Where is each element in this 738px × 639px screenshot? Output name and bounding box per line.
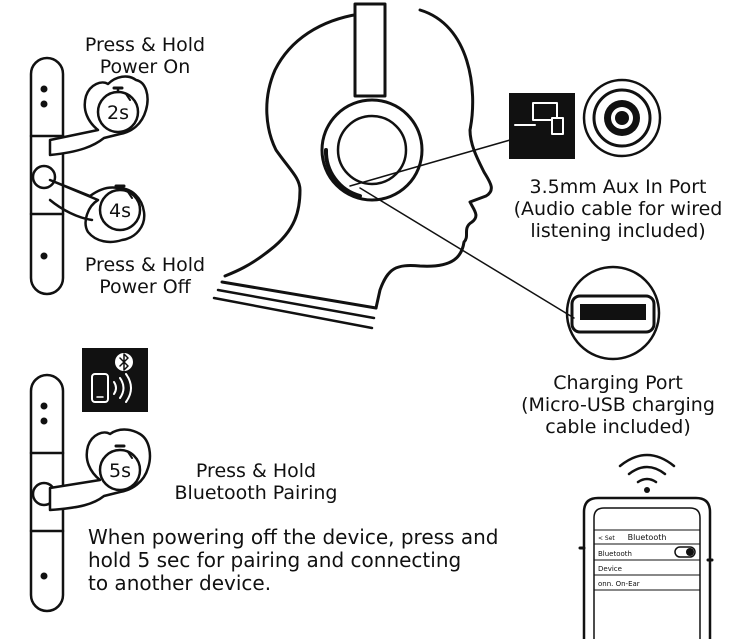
- sound-waves-icon: [113, 373, 132, 403]
- label-power-off: Press & Hold Power Off: [84, 254, 206, 298]
- phone-bluetooth-row: Bluetooth: [598, 550, 632, 558]
- devices-icon: [509, 93, 575, 159]
- stopwatch-icon: [96, 86, 140, 134]
- hand-press-pairing: [48, 428, 152, 512]
- stopwatch-icon: [98, 444, 142, 492]
- wifi-signal-icon: [618, 453, 676, 493]
- toggle-switch: [674, 546, 696, 558]
- bluetooth-phone-icon: [82, 348, 148, 412]
- control-strip-top: [29, 56, 65, 296]
- phone-title: Bluetooth: [628, 533, 667, 542]
- usb-port-icon: [565, 265, 661, 361]
- phone-back: < Set: [598, 535, 615, 542]
- label-power-on: Press & Hold Power On: [84, 34, 206, 78]
- hand-press-power-off: [48, 178, 146, 244]
- label-aux-port: 3.5mm Aux In Port (Audio cable for wired…: [513, 176, 723, 242]
- timer-power-off: 4s: [109, 200, 131, 222]
- head-silhouette: [212, 8, 493, 330]
- bluetooth-icon: [115, 353, 133, 371]
- label-bluetooth-pairing: Press & Hold Bluetooth Pairing: [174, 460, 338, 504]
- timer-pairing: 5s: [109, 460, 131, 482]
- timer-power-on: 2s: [107, 102, 129, 124]
- pairing-note: When powering off the device, press and …: [88, 525, 499, 595]
- label-charging-port: Charging Port (Micro-USB charging cable …: [521, 372, 715, 438]
- phone-device-item: onn. On-Ear: [598, 580, 640, 588]
- smartphone: Bluetooth < Set Bluetooth Device onn. On…: [578, 496, 714, 639]
- headphone: [320, 2, 424, 202]
- stopwatch-icon: [98, 184, 142, 232]
- audio-jack-icon: [582, 78, 662, 158]
- phone-devices-row: Device: [598, 565, 622, 573]
- hand-press-power-on: [48, 75, 149, 157]
